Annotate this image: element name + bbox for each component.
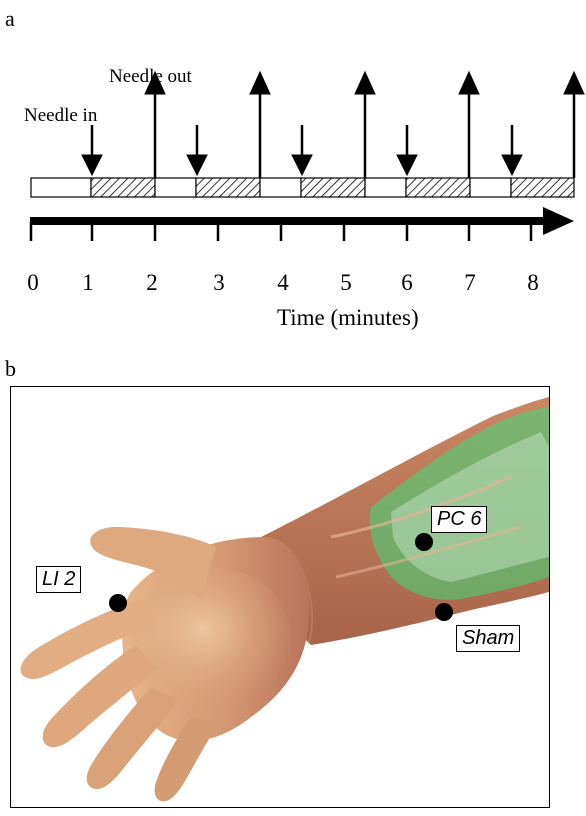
li2-label: LI 2 bbox=[36, 566, 81, 593]
time-axis bbox=[30, 207, 574, 241]
rest-segment bbox=[155, 178, 196, 197]
needle-in-arrow bbox=[187, 125, 207, 175]
needle-in-arrows bbox=[82, 125, 522, 175]
hand-illustration bbox=[11, 387, 549, 807]
needle-out-arrow bbox=[355, 72, 375, 178]
tick-label: 2 bbox=[137, 270, 167, 296]
tick-label: 4 bbox=[268, 270, 298, 296]
needle-out-arrow bbox=[459, 72, 479, 178]
tick-label: 0 bbox=[18, 270, 48, 296]
needle-out-arrow bbox=[250, 72, 270, 178]
tick-label: 6 bbox=[392, 270, 422, 296]
sham-label: Sham bbox=[456, 625, 520, 652]
rest-segment bbox=[31, 178, 91, 197]
timeline-diagram bbox=[0, 0, 586, 260]
tick-label: 8 bbox=[518, 270, 548, 296]
needle-in-arrow bbox=[292, 125, 312, 175]
needle-in-arrow bbox=[82, 125, 102, 175]
needle-segment bbox=[511, 178, 574, 197]
tick-label: 1 bbox=[73, 270, 103, 296]
hand-illustration-frame: LI 2 PC 6 Sham bbox=[10, 386, 550, 808]
panel-b-label: b bbox=[5, 356, 16, 382]
rest-segment bbox=[260, 178, 301, 197]
pc6-label: PC 6 bbox=[431, 506, 487, 533]
pc6-point-dot bbox=[415, 533, 433, 551]
tick-label: 5 bbox=[331, 270, 361, 296]
li2-point-dot bbox=[109, 594, 127, 612]
axis-arrowhead bbox=[543, 207, 574, 235]
needle-out-arrow bbox=[564, 72, 584, 178]
needle-segment bbox=[301, 178, 365, 197]
tick-label: 3 bbox=[204, 270, 234, 296]
needle-in-arrow bbox=[502, 125, 522, 175]
needle-segment bbox=[196, 178, 260, 197]
needle-out-arrow bbox=[145, 72, 165, 178]
rest-segment bbox=[365, 178, 406, 197]
axis-title: Time (minutes) bbox=[277, 305, 419, 331]
needle-in-arrow bbox=[397, 125, 417, 175]
needle-segment bbox=[91, 178, 155, 197]
tick-label: 7 bbox=[455, 270, 485, 296]
rest-segment bbox=[470, 178, 511, 197]
sham-point-dot bbox=[435, 603, 453, 621]
timeline-bar bbox=[31, 178, 574, 197]
needle-segment bbox=[406, 178, 470, 197]
